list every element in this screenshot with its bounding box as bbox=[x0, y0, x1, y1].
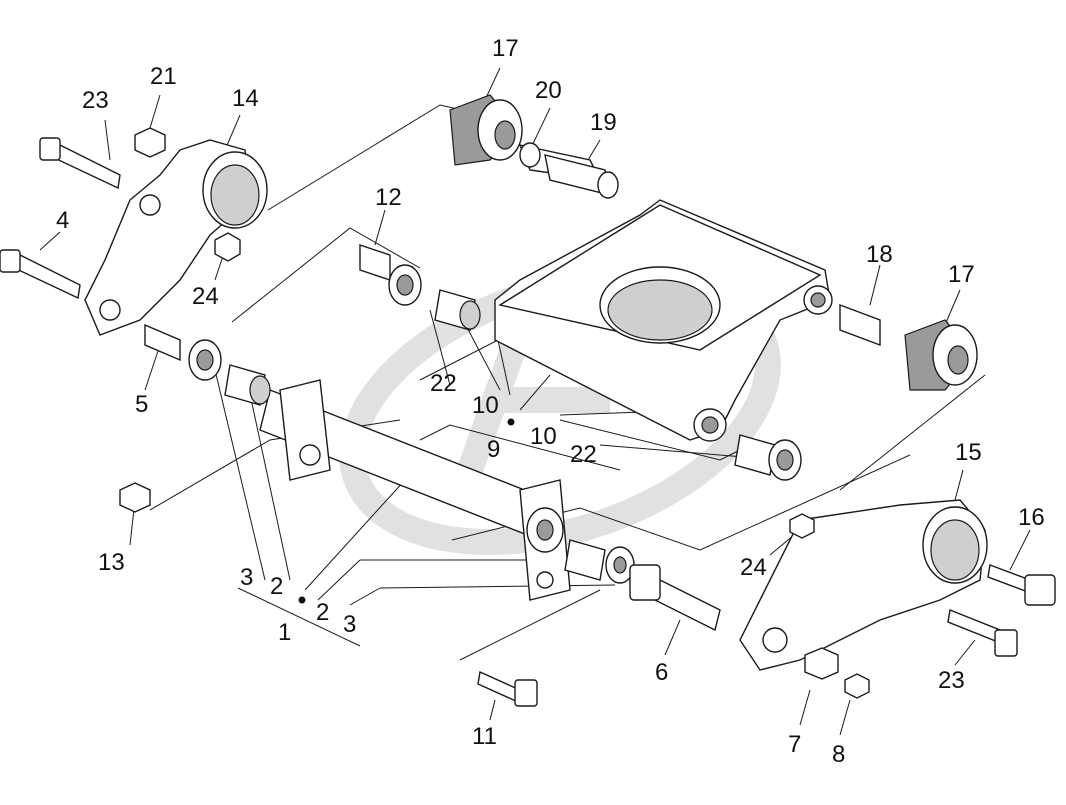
callout-18: 18 bbox=[866, 241, 893, 268]
callout-16: 16 bbox=[1018, 504, 1045, 531]
small-parts bbox=[144, 142, 881, 584]
callout-10-upper: 10 bbox=[472, 392, 499, 419]
callout-5: 5 bbox=[135, 391, 148, 418]
left-bracket bbox=[84, 139, 268, 336]
swingarm-body bbox=[494, 199, 833, 442]
callout-13: 13 bbox=[98, 549, 125, 576]
callout-8: 8 bbox=[832, 741, 845, 768]
callout-22-lower: 22 bbox=[570, 441, 597, 468]
callout-2-right: 2 bbox=[316, 599, 329, 626]
callout-3-right: 3 bbox=[343, 611, 356, 638]
callout-24-right: 24 bbox=[740, 554, 767, 581]
callout-7: 7 bbox=[788, 731, 801, 758]
callout-3-left: 3 bbox=[240, 564, 253, 591]
pivot-shaft bbox=[259, 379, 571, 601]
rubber-mount-upper bbox=[449, 94, 523, 166]
callout-9: 9 bbox=[487, 436, 500, 463]
callout-24-left: 24 bbox=[192, 283, 219, 310]
rubber-mount-right bbox=[904, 319, 978, 391]
callout-17-right: 17 bbox=[948, 261, 975, 288]
callout-23-right: 23 bbox=[938, 667, 965, 694]
right-bracket bbox=[739, 499, 988, 671]
callout-22-upper: 22 bbox=[430, 370, 457, 397]
callout-23-left: 23 bbox=[82, 87, 109, 114]
assembly-dot-1 bbox=[298, 596, 306, 604]
callout-21: 21 bbox=[150, 63, 177, 90]
callout-2-left: 2 bbox=[270, 573, 283, 600]
callout-19: 19 bbox=[590, 109, 617, 136]
callout-15: 15 bbox=[955, 439, 982, 466]
callout-11: 11 bbox=[472, 723, 497, 750]
callout-17-upper: 17 bbox=[492, 35, 519, 62]
callout-labels: 17 20 19 21 23 14 4 24 12 18 17 5 22 10 … bbox=[56, 35, 1045, 768]
callout-20: 20 bbox=[535, 77, 562, 104]
callout-10-lower: 10 bbox=[530, 423, 557, 450]
bolts bbox=[0, 137, 1056, 707]
callout-1: 1 bbox=[278, 619, 291, 646]
nuts bbox=[119, 127, 870, 699]
callout-6: 6 bbox=[655, 659, 668, 686]
assembly-dot-9 bbox=[507, 418, 515, 426]
callout-12: 12 bbox=[375, 184, 402, 211]
callout-4: 4 bbox=[56, 207, 69, 234]
callout-14: 14 bbox=[232, 85, 259, 112]
